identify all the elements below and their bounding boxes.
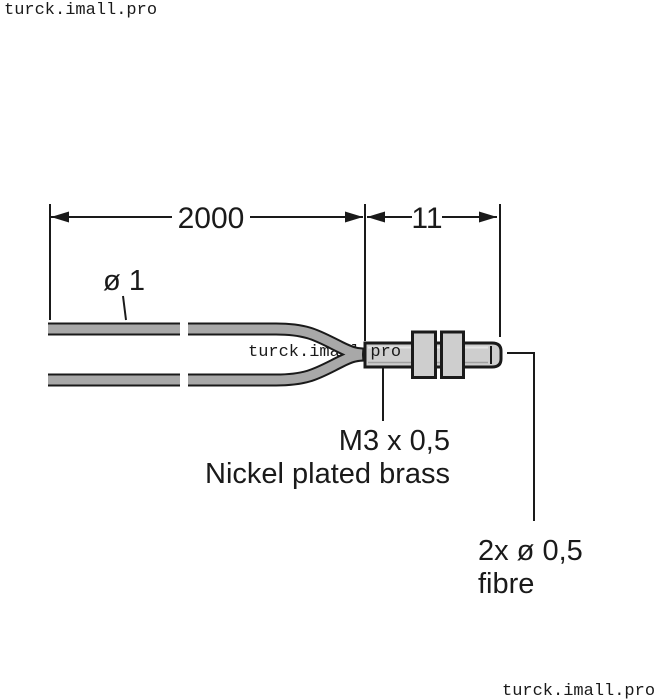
watermark-bottom-right: turck.imall.pro [502, 682, 654, 700]
barrel-length-value: 11 [411, 202, 442, 235]
fibre-leader [507, 352, 535, 521]
fiber-diameter-leader [122, 295, 127, 321]
cable-length-value: 2000 [178, 202, 245, 235]
material-label: Nickel plated brass [205, 458, 450, 490]
mounting-nuts [411, 330, 465, 379]
thread-spec-label: M3 x 0,5 [339, 425, 450, 457]
fiber-bottom-right [188, 350, 363, 385]
fibre-spec-label: 2x ø 0,5 [478, 535, 583, 567]
cable-length-dimension: 2000 [49, 202, 366, 341]
fibre-callout: 2x ø 0,5 fibre [478, 352, 583, 600]
nut-left [411, 330, 437, 379]
fiber-diameter-label: ø 1 [103, 265, 145, 297]
thread-callout: M3 x 0,5 Nickel plated brass [205, 368, 450, 490]
watermark-top-left: turck.imall.pro [4, 1, 157, 20]
arrowhead-11-right [479, 211, 497, 223]
arrowhead-right [345, 211, 363, 223]
arrowhead-left [51, 211, 69, 223]
nut-right [440, 330, 465, 379]
fibre-word-label: fibre [478, 568, 534, 600]
arrowhead-11-left [367, 211, 385, 223]
fiber-diameter-callout: ø 1 [103, 265, 145, 321]
barrel-length-dimension: 11 [367, 202, 501, 337]
fiber-cables [48, 322, 367, 387]
